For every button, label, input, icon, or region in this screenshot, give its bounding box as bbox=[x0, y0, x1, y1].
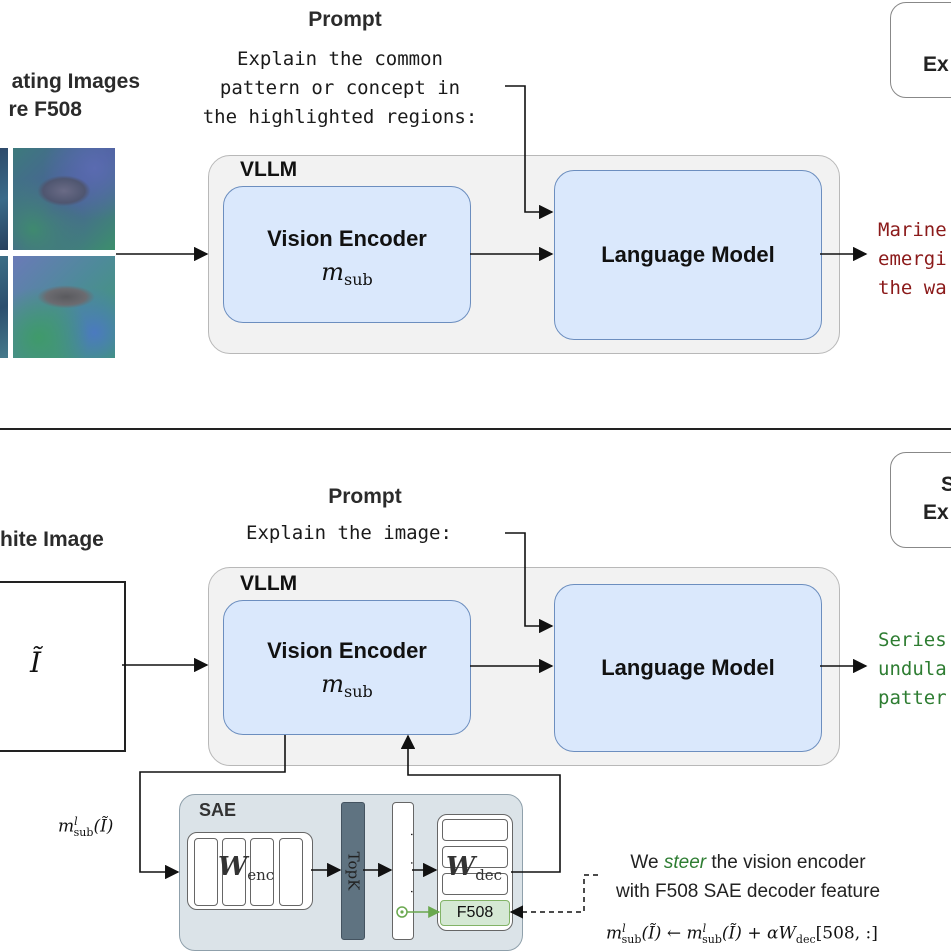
top-output-line-3: the wa bbox=[878, 277, 947, 299]
w-enc-subscript: enc bbox=[247, 866, 275, 884]
bottom-output-line-3: patter bbox=[878, 687, 947, 709]
w-enc-symbol: W bbox=[218, 852, 248, 882]
activating-images-label: ating Images re F508 bbox=[0, 68, 140, 124]
bottom-output-text: Series undula patter bbox=[878, 626, 947, 713]
bottom-language-model-label: Language Model bbox=[601, 655, 775, 680]
top-prompt-line-1: Explain the common bbox=[237, 48, 443, 70]
panel-divider bbox=[0, 428, 951, 430]
bottom-m-sub: msub bbox=[321, 670, 373, 701]
steer-text-pre: We bbox=[630, 852, 664, 873]
bottom-prompt-title: Prompt bbox=[328, 485, 402, 508]
steer-text-post: the vision encoder bbox=[706, 852, 866, 873]
bottom-m-subscript: sub bbox=[344, 682, 373, 701]
activating-image-4 bbox=[13, 256, 115, 358]
w-enc-col-4 bbox=[279, 838, 303, 906]
bottom-vllm-label: VLLM bbox=[240, 572, 298, 595]
steering-equation: mlsub(Ĩ) ← mlsub(Ĩ) + αWdec[508, :] bbox=[606, 922, 878, 947]
activating-image-1 bbox=[0, 148, 8, 250]
top-language-model-label: Language Model bbox=[601, 242, 775, 267]
top-arrow-prompt-to-lm bbox=[505, 85, 554, 220]
bottom-output-line-1: Series bbox=[878, 629, 947, 651]
activating-image-3 bbox=[0, 256, 8, 358]
activating-image-2 bbox=[13, 148, 115, 250]
bottom-m-symbol: m bbox=[321, 670, 344, 698]
w-enc-col-2 bbox=[222, 838, 246, 906]
top-prompt-line-3: the highlighted regions: bbox=[202, 106, 478, 128]
bottom-prompt-text: Explain the image: bbox=[246, 522, 452, 544]
white-image-label: hite Image bbox=[0, 528, 104, 551]
top-m-subscript: sub bbox=[344, 270, 373, 289]
bottom-language-model: Language Model bbox=[554, 584, 822, 752]
bottom-explanation-box-line1: S bbox=[941, 473, 951, 496]
steer-line-1: We steer the vision encoder bbox=[598, 848, 898, 877]
arrow-encoder-to-sae bbox=[139, 735, 286, 880]
top-explanation-box: Ex bbox=[890, 2, 951, 98]
top-output-line-2: emergi bbox=[878, 248, 947, 270]
top-prompt-text: Explain the common pattern or concept in… bbox=[170, 45, 510, 132]
i-tilde-symbol: Ĩ bbox=[30, 646, 42, 679]
sae-label: SAE bbox=[199, 800, 237, 820]
f508-label: F508 bbox=[456, 904, 494, 921]
top-vllm-label: VLLM bbox=[240, 158, 298, 181]
w-dec-row-1 bbox=[442, 819, 508, 841]
top-prompt-line-2: pattern or concept in bbox=[219, 77, 461, 99]
arrow-sae-to-encoder bbox=[400, 734, 561, 873]
activating-images-line2: re F508 bbox=[8, 98, 82, 121]
w-enc-col-3 bbox=[250, 838, 274, 906]
white-image-box bbox=[0, 581, 126, 752]
topk-block: TopK bbox=[341, 802, 365, 940]
top-m-sub: msub bbox=[321, 258, 373, 289]
top-explanation-box-text: Ex bbox=[923, 53, 949, 76]
w-dec-row-2 bbox=[442, 846, 508, 868]
w-enc-col-1 bbox=[194, 838, 218, 906]
top-prompt-title: Prompt bbox=[308, 8, 382, 31]
top-language-model: Language Model bbox=[554, 170, 822, 340]
top-output-text: Marine emergi the wa bbox=[878, 216, 947, 303]
bottom-output-line-2: undula bbox=[878, 658, 947, 680]
activating-images-line1: ating Images bbox=[11, 70, 140, 93]
top-vision-encoder-label: Vision Encoder bbox=[267, 226, 427, 251]
steer-annotation: We steer the vision encoder with F508 SA… bbox=[598, 848, 898, 906]
bottom-explanation-box: S Ex bbox=[890, 452, 951, 548]
bottom-vision-encoder: Vision Encoder msub bbox=[223, 600, 471, 735]
w-dec-subscript: dec bbox=[475, 866, 503, 884]
arrow-steer-annotation bbox=[509, 874, 598, 919]
w-enc-label: Wenc bbox=[218, 852, 274, 884]
activation-label: mlsub(Ĩ) bbox=[58, 815, 114, 840]
w-dec-row-3 bbox=[442, 873, 508, 895]
steer-text-em: steer bbox=[663, 852, 707, 873]
bottom-explanation-box-line2: Ex bbox=[923, 501, 949, 524]
f508-feature-row: F508 bbox=[440, 900, 510, 926]
top-output-line-1: Marine bbox=[878, 219, 947, 241]
top-vision-encoder: Vision Encoder msub bbox=[223, 186, 471, 323]
w-dec-symbol: W bbox=[446, 852, 476, 882]
top-m-symbol: m bbox=[321, 258, 344, 286]
w-dec-label: Wdec bbox=[446, 852, 502, 884]
bottom-arrow-prompt-to-lm bbox=[505, 532, 554, 634]
bottom-vision-encoder-label: Vision Encoder bbox=[267, 638, 427, 663]
latent-vector bbox=[392, 802, 414, 940]
steer-line-2: with F508 SAE decoder feature bbox=[615, 881, 881, 902]
